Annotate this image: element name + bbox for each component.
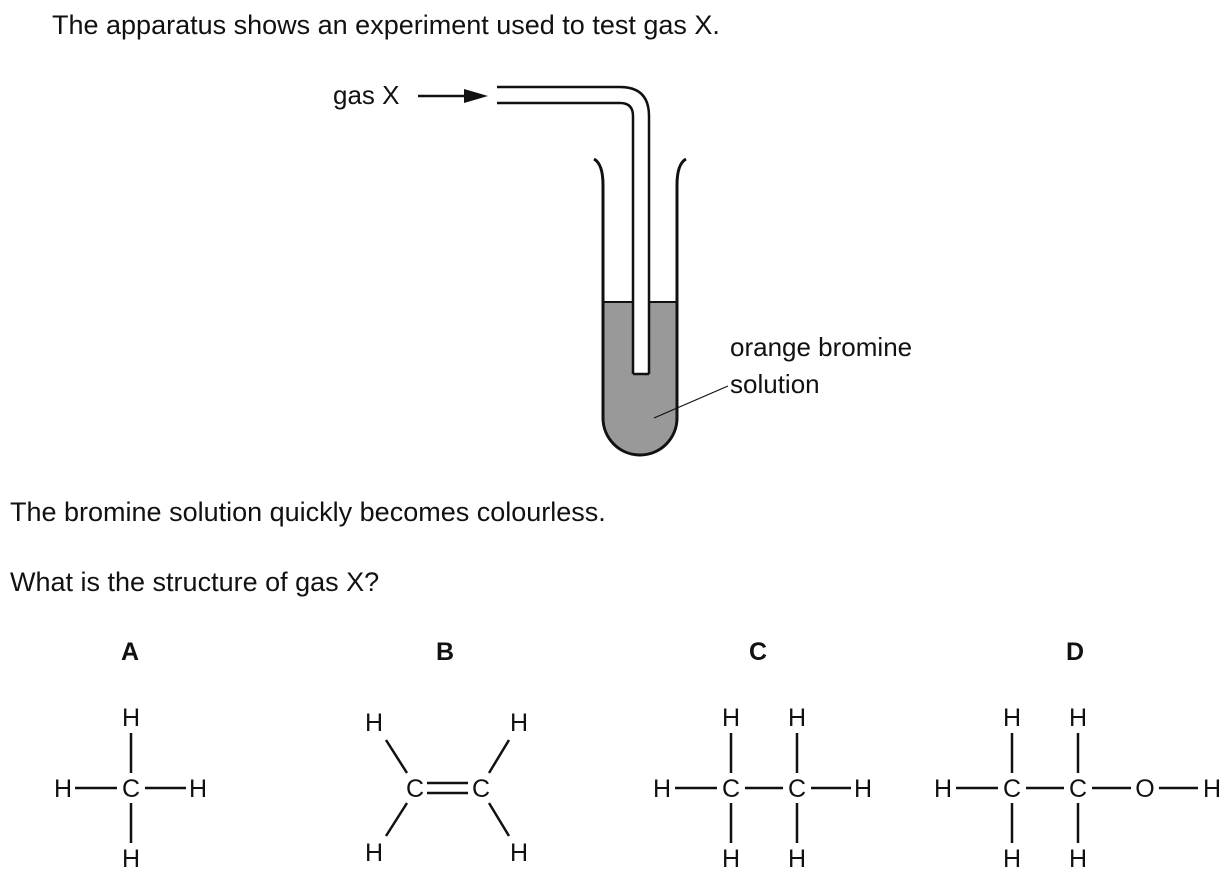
atom-h: H — [1003, 704, 1021, 732]
option-label-d: D — [1066, 638, 1085, 666]
atom-h: H — [653, 775, 671, 803]
delivery-tube-inner-wall — [497, 101, 635, 374]
atom-h: H — [54, 775, 72, 803]
question-prompt: What is the structure of gas X? — [10, 567, 380, 597]
atom-h: H — [722, 845, 740, 873]
atom-h: H — [1003, 845, 1021, 873]
atom-c: C — [788, 775, 806, 803]
atom-c: C — [722, 775, 740, 803]
atom-h: H — [510, 839, 528, 867]
atom-h: H — [365, 709, 383, 737]
observation-text: The bromine solution quickly becomes col… — [10, 497, 606, 527]
atom-h: H — [189, 775, 207, 803]
structure-a: H H C H H — [54, 704, 207, 873]
atom-h: H — [1069, 845, 1087, 873]
atom-c: C — [472, 775, 490, 803]
atom-h: H — [510, 709, 528, 737]
option-label-b: B — [436, 638, 455, 666]
atom-h: H — [122, 845, 140, 873]
atom-c: C — [1069, 775, 1087, 803]
atom-c: C — [122, 775, 140, 803]
atom-h: H — [788, 845, 806, 873]
solution-label-line1: orange bromine — [730, 332, 912, 362]
solution-label-line2: solution — [730, 369, 820, 399]
solution-leader-line — [653, 385, 729, 419]
atom-h: H — [365, 839, 383, 867]
atom-h: H — [122, 704, 140, 732]
atom-h: H — [1203, 775, 1221, 803]
atom-h: H — [854, 775, 872, 803]
atom-h: H — [788, 704, 806, 732]
atom-c: C — [1003, 775, 1021, 803]
test-tube — [593, 157, 687, 457]
atom-h: H — [722, 704, 740, 732]
intro-text: The apparatus shows an experiment used t… — [52, 10, 720, 40]
atom-c: C — [406, 775, 424, 803]
tube-bore — [633, 302, 648, 374]
atom-h: H — [934, 775, 952, 803]
structure-d: H H H C C O H H H — [934, 704, 1221, 873]
atom-h: H — [1069, 704, 1087, 732]
option-label-c: C — [749, 638, 768, 666]
gas-label: gas X — [333, 80, 400, 110]
gas-arrow-head — [464, 89, 488, 103]
atom-o: O — [1135, 775, 1154, 803]
bromine-solution — [603, 302, 677, 455]
structure-b: H H C C H H — [365, 709, 528, 867]
apparatus-diagram: gas X orange bromine solution — [333, 80, 912, 457]
structure-c: H H H C C H H H — [653, 704, 872, 873]
option-label-a: A — [121, 638, 140, 666]
delivery-tube-outer-wall — [497, 85, 651, 374]
